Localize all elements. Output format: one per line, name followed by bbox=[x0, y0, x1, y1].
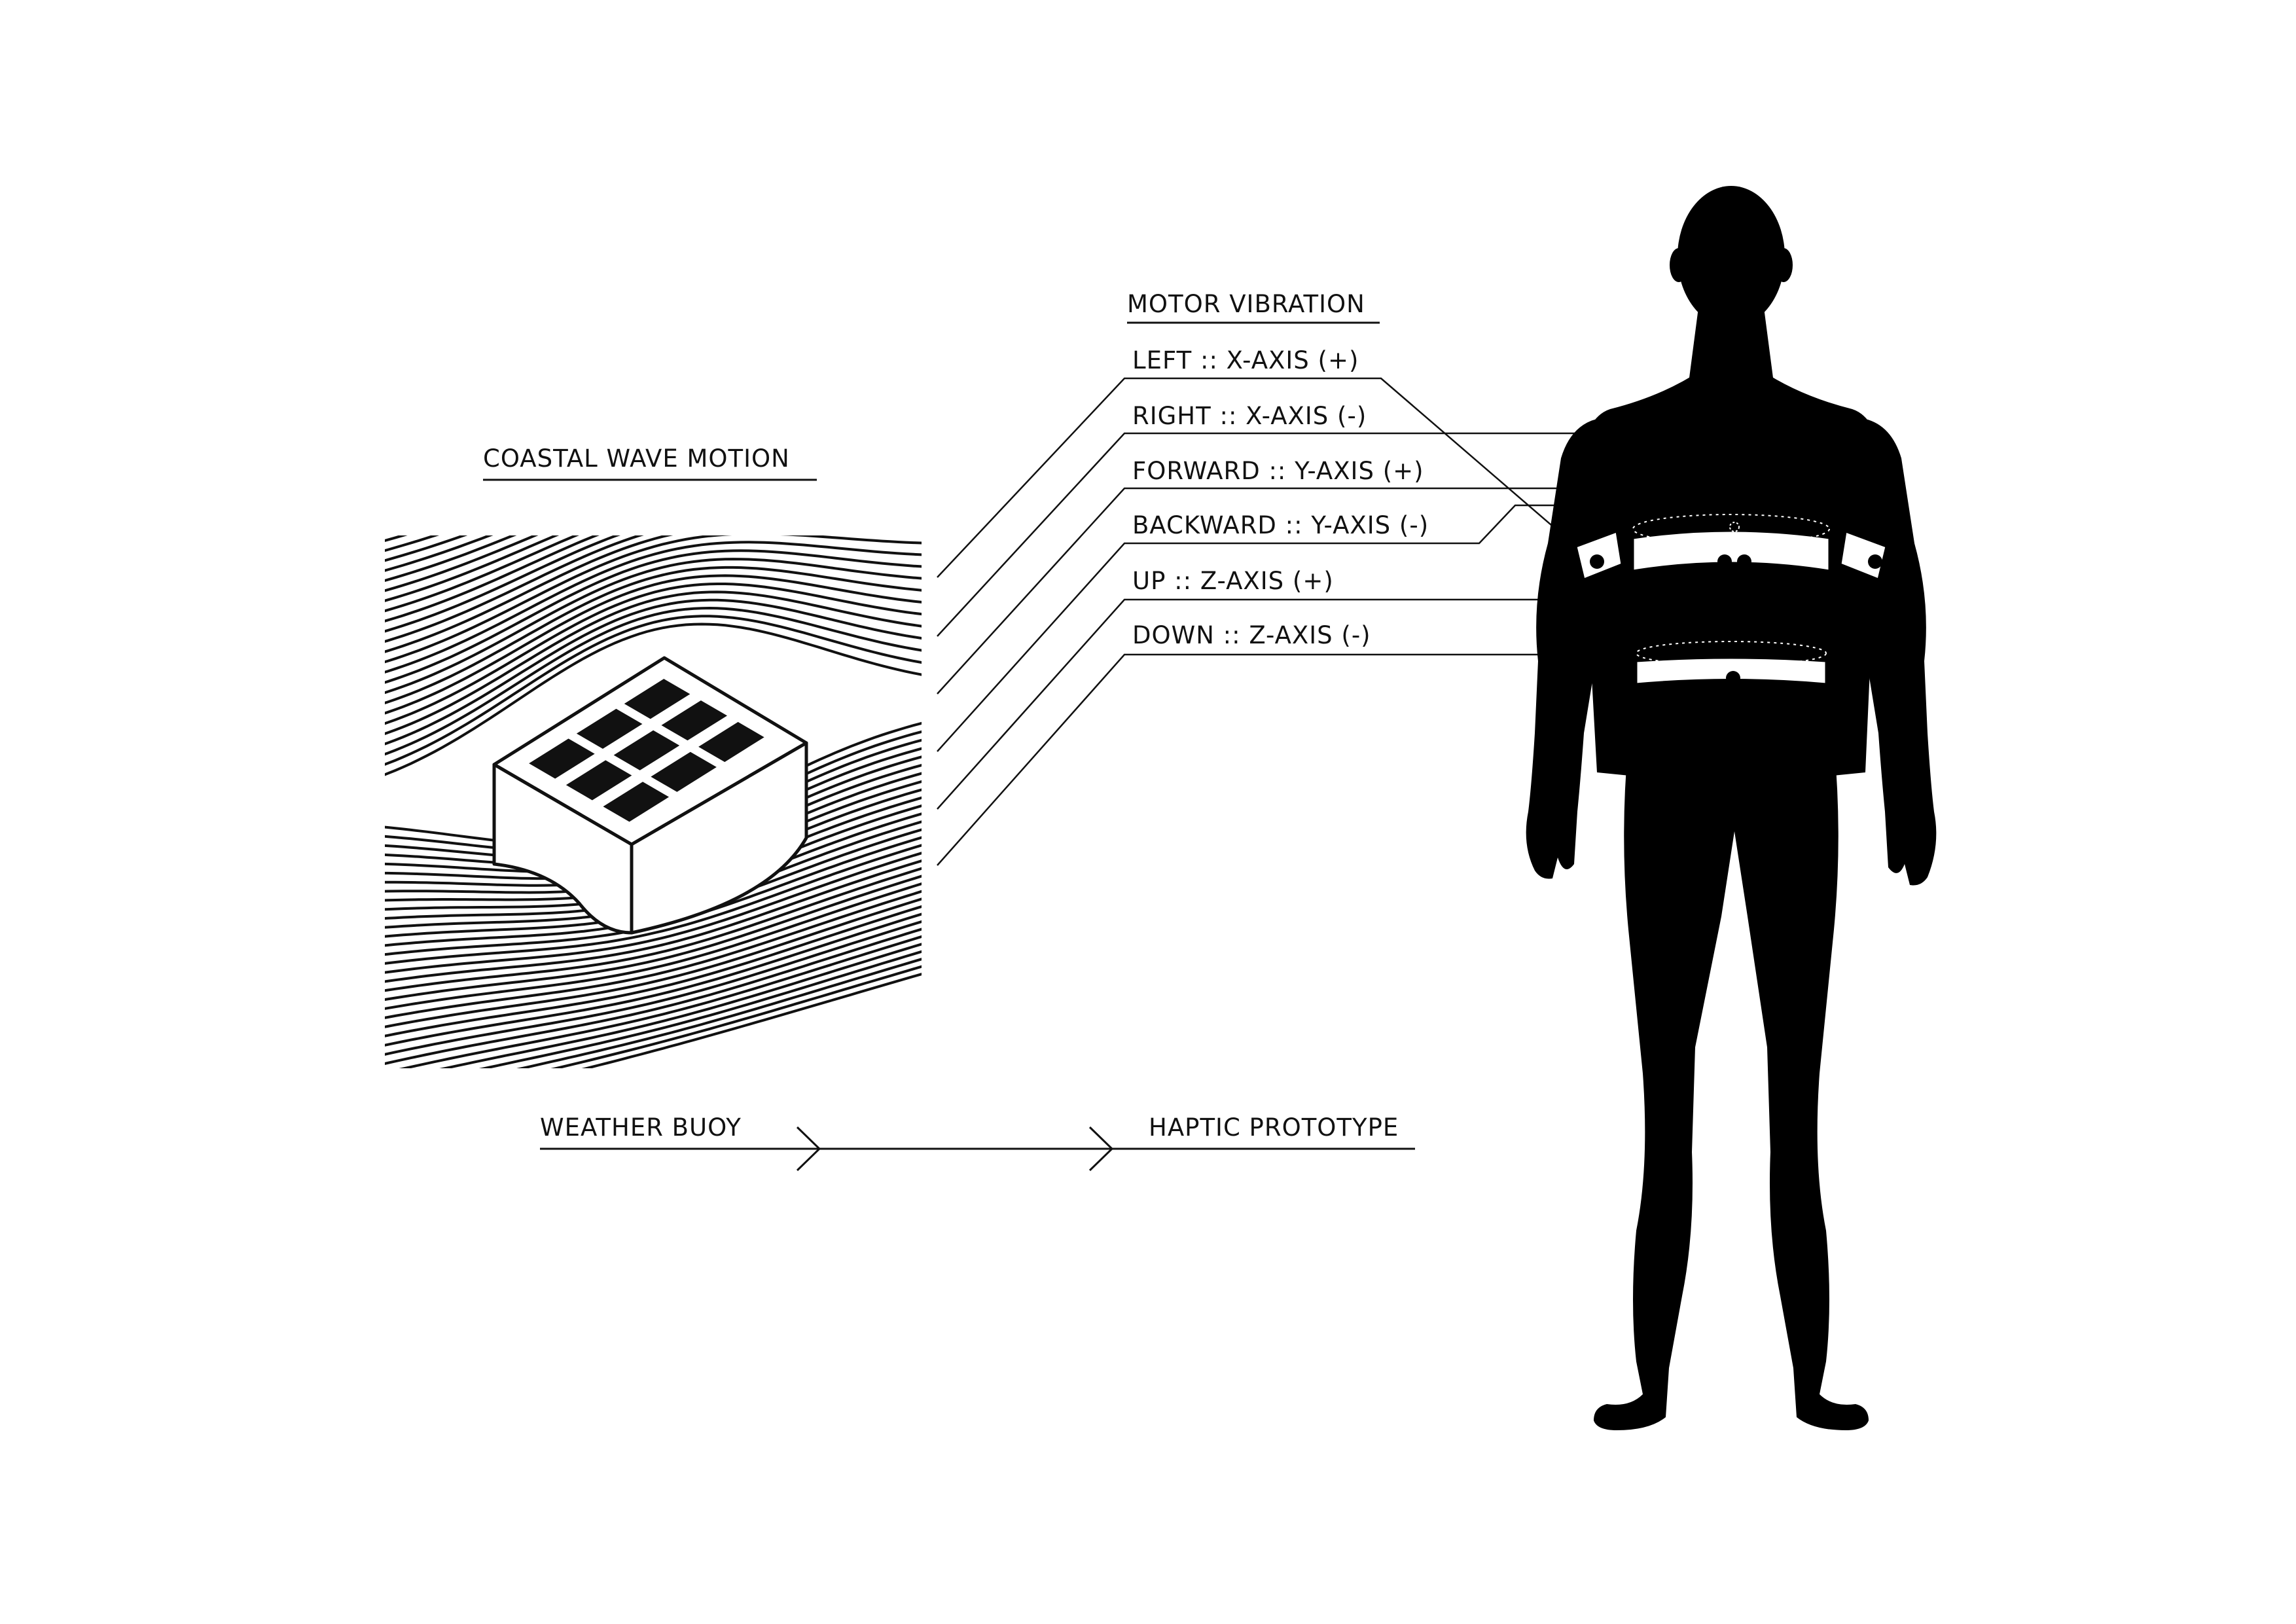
wave-line bbox=[385, 535, 922, 664]
flow-chevron-2 bbox=[1088, 1126, 1114, 1172]
label-right-x-minus: RIGHT :: X-AXIS (-) bbox=[1132, 402, 1367, 430]
solar-cell-icon bbox=[659, 698, 729, 742]
wave-line bbox=[385, 920, 922, 1056]
label-backward-y-minus: BACKWARD :: Y-AXIS (-) bbox=[1132, 511, 1429, 539]
wave-line bbox=[385, 535, 600, 623]
motor-backward-icon bbox=[1729, 522, 1740, 532]
solar-cell-icon bbox=[575, 707, 645, 751]
label-down-z-minus: DOWN :: Z-AXIS (-) bbox=[1132, 621, 1371, 649]
haptic-bands bbox=[1575, 514, 1888, 685]
wave-line bbox=[385, 566, 922, 705]
solar-panels bbox=[527, 677, 766, 823]
solar-cell-icon bbox=[622, 677, 692, 721]
wave-line bbox=[385, 535, 408, 542]
wave-line bbox=[385, 912, 922, 1047]
buoy-left-face bbox=[492, 763, 634, 935]
haptic-prototype-label: HAPTIC PROTOTYPE bbox=[1149, 1113, 1399, 1142]
wave-line bbox=[385, 623, 922, 776]
chest-band bbox=[1632, 530, 1831, 572]
label-forward-y-plus: FORWARD :: Y-AXIS (+) bbox=[1132, 457, 1424, 485]
wave-line bbox=[385, 574, 922, 715]
flow-arrow bbox=[540, 1126, 1415, 1172]
wave-line bbox=[385, 549, 922, 684]
motor-forward-icon bbox=[1717, 554, 1732, 569]
wave-line bbox=[516, 958, 922, 1068]
wave-line bbox=[385, 535, 517, 583]
motor-down-icon bbox=[1726, 671, 1740, 685]
weather-buoy-label: WEATHER BUOY bbox=[540, 1113, 742, 1142]
solar-cell-icon bbox=[527, 737, 597, 780]
waist-band-dotted bbox=[1636, 641, 1827, 666]
wave-line bbox=[478, 950, 922, 1068]
weather-buoy-icon bbox=[492, 656, 808, 935]
wave-line bbox=[385, 897, 922, 1028]
wave-line bbox=[385, 535, 539, 592]
solar-cell-icon bbox=[564, 759, 634, 802]
wave-line bbox=[385, 867, 922, 992]
coastal-wave-motion-heading: COASTAL WAVE MOTION bbox=[483, 444, 790, 473]
wave-line bbox=[385, 535, 673, 653]
wave-line bbox=[385, 583, 922, 725]
label-left-x-plus: LEFT :: X-AXIS (+) bbox=[1132, 346, 1359, 374]
wave-line bbox=[385, 928, 922, 1065]
wave-line bbox=[385, 535, 560, 602]
wave-line bbox=[385, 590, 922, 736]
waist-band bbox=[1635, 657, 1827, 685]
wave-line bbox=[385, 535, 440, 552]
wave-line bbox=[550, 965, 922, 1068]
motor-right-icon bbox=[1868, 554, 1882, 569]
solar-cell-icon bbox=[601, 780, 671, 823]
motor-vibration-heading: MOTOR VIBRATION bbox=[1127, 290, 1365, 318]
vibration-motors bbox=[1590, 522, 1882, 685]
wave-line bbox=[581, 973, 922, 1068]
wave-line bbox=[385, 535, 579, 613]
head bbox=[1677, 186, 1785, 327]
solar-cell-icon bbox=[649, 750, 719, 793]
wave-line bbox=[385, 535, 644, 643]
flow-chevron-1 bbox=[796, 1126, 821, 1172]
wave-line bbox=[385, 558, 922, 695]
solar-cell-icon bbox=[611, 729, 682, 772]
human-silhouette bbox=[1526, 186, 1937, 1430]
wave-line bbox=[385, 598, 922, 746]
wave-line bbox=[385, 535, 620, 633]
wave-line bbox=[385, 844, 922, 965]
right-arm bbox=[1853, 419, 1937, 886]
motor-up-icon bbox=[1737, 554, 1751, 569]
left-arm bbox=[1526, 419, 1609, 879]
wave-line bbox=[439, 943, 922, 1068]
right-ear bbox=[1774, 248, 1793, 282]
label-up-z-plus: UP :: Z-AXIS (+) bbox=[1132, 567, 1334, 595]
legs bbox=[1594, 681, 1869, 1430]
buoy-right-face bbox=[630, 741, 808, 935]
wave-line bbox=[385, 535, 493, 572]
wave-line bbox=[385, 882, 922, 1010]
wave-line bbox=[385, 859, 922, 983]
chest-band-dotted bbox=[1632, 514, 1830, 544]
wave-line bbox=[385, 852, 922, 974]
wave-line bbox=[385, 606, 922, 756]
wave-line bbox=[399, 935, 922, 1068]
wave-line bbox=[385, 875, 922, 1001]
solar-cell-icon bbox=[696, 720, 766, 764]
wave-line bbox=[385, 890, 922, 1019]
left-ear bbox=[1670, 248, 1688, 282]
wave-line bbox=[385, 541, 922, 674]
motor-left-icon bbox=[1590, 554, 1604, 569]
leader-left bbox=[937, 377, 1594, 578]
wave-line bbox=[385, 615, 922, 766]
wave-line bbox=[380, 370, 929, 513]
wave-line bbox=[385, 905, 922, 1038]
